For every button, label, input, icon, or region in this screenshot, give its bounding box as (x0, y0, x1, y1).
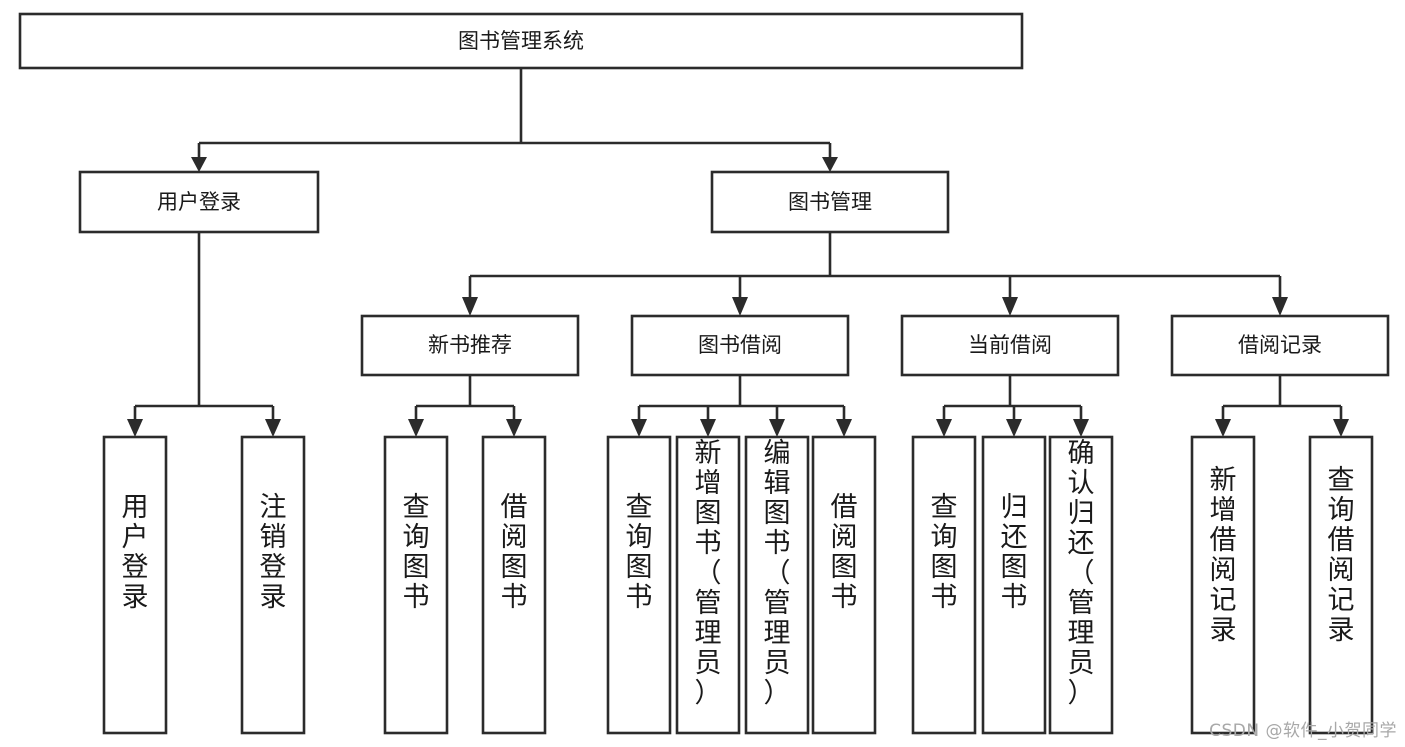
leaf-bb-add-book-admin[interactable]: 新增图书（管理员） (675, 435, 741, 735)
leaf-cb-return-book-box[interactable] (981, 435, 1047, 735)
node-root[interactable]: 图书管理系统 (18, 12, 1024, 70)
node-book-borrow-box[interactable] (630, 314, 850, 377)
leaf-cb-query-book[interactable]: 查询图书 (911, 435, 977, 735)
connectors-layer (127, 68, 1349, 437)
arrow-cb-leaf-2-icon (1006, 419, 1022, 437)
leaf-bb-borrow-book-box[interactable] (811, 435, 877, 735)
arrow-root-to-book-manage-icon (822, 157, 838, 172)
leaf-bb-query-book-box[interactable] (606, 435, 672, 735)
leaf-bb-edit-book-admin-label: 编辑图书（管理员） (764, 438, 791, 709)
arrow-nbr-leaf-1-icon (408, 419, 424, 437)
arrow-to-book-borrow-icon (732, 297, 748, 316)
node-book-borrow[interactable]: 图书借阅 (630, 314, 850, 377)
leaf-user-login[interactable]: 用户登录 (102, 435, 168, 735)
arrow-bb-leaf-2-icon (700, 419, 716, 437)
leaf-br-query-record[interactable]: 查询借阅记录 (1308, 435, 1374, 735)
node-current-borrow-label: 当前借阅 (968, 333, 1052, 357)
leaf-logout[interactable]: 注销登录 (240, 435, 306, 735)
node-borrow-record-label: 借阅记录 (1238, 333, 1322, 357)
leaf-cb-return-book[interactable]: 归还图书 (981, 435, 1047, 735)
leaf-bb-borrow-book[interactable]: 借阅图书 (811, 435, 877, 735)
arrow-cb-leaf-3-icon (1073, 419, 1089, 437)
node-new-book-recommend-box[interactable] (360, 314, 580, 377)
leaf-cb-confirm-return-admin[interactable]: 确认归还（管理员） (1048, 435, 1114, 735)
leaf-bb-edit-book-admin[interactable]: 编辑图书（管理员） (744, 435, 810, 735)
node-book-manage-label: 图书管理 (788, 190, 872, 214)
leaf-cb-confirm-return-admin-label: 确认归还（管理员） (1068, 438, 1095, 709)
arrow-bb-leaf-3-icon (769, 419, 785, 437)
csdn-watermark: CSDN @软件_小贺同学 (1209, 721, 1397, 741)
arrow-cb-leaf-1-icon (936, 419, 952, 437)
leaf-nbr-borrow-book-label: 借阅图书 (501, 492, 528, 613)
node-new-book-recommend-label: 新书推荐 (428, 333, 512, 357)
node-book-manage-box[interactable] (710, 170, 950, 234)
node-user-login-label: 用户登录 (157, 190, 241, 214)
arrow-root-to-user-login-icon (191, 157, 207, 172)
arrow-to-new-book-rec-icon (462, 297, 478, 316)
leaf-cb-query-book-label: 查询图书 (931, 492, 958, 613)
node-root-label: 图书管理系统 (458, 29, 584, 53)
leaf-user-login-box[interactable] (102, 435, 168, 735)
leaf-bb-add-book-admin-box[interactable] (675, 435, 741, 735)
arrow-br-leaf-1-icon (1215, 419, 1231, 437)
leaf-bb-borrow-book-label: 借阅图书 (831, 492, 858, 613)
leaf-nbr-query-book-label: 查询图书 (403, 492, 430, 613)
leaf-br-query-record-label: 查询借阅记录 (1328, 465, 1355, 646)
node-current-borrow[interactable]: 当前借阅 (900, 314, 1120, 377)
leaf-bb-add-book-admin-label: 新增图书（管理员） (695, 438, 722, 709)
leaf-br-query-record-box[interactable] (1308, 435, 1374, 735)
leaf-cb-confirm-return-admin-box[interactable] (1048, 435, 1114, 735)
arrow-to-current-borrow-icon (1002, 297, 1018, 316)
leaf-bb-edit-book-admin-box[interactable] (744, 435, 810, 735)
node-current-borrow-box[interactable] (900, 314, 1120, 377)
leaf-br-add-record-box[interactable] (1190, 435, 1256, 735)
node-borrow-record[interactable]: 借阅记录 (1170, 314, 1390, 377)
node-book-borrow-label: 图书借阅 (698, 333, 782, 357)
leaf-nbr-query-book-box[interactable] (383, 435, 449, 735)
leaf-br-add-record[interactable]: 新增借阅记录 (1190, 435, 1256, 735)
leaf-cb-query-book-box[interactable] (911, 435, 977, 735)
arrow-to-borrow-record-icon (1272, 297, 1288, 316)
leaf-bb-query-book-label: 查询图书 (626, 492, 653, 613)
arrow-br-leaf-2-icon (1333, 419, 1349, 437)
leaf-logout-box[interactable] (240, 435, 306, 735)
arrow-bb-leaf-1-icon (631, 419, 647, 437)
node-user-login[interactable]: 用户登录 (78, 170, 320, 234)
leaf-nbr-query-book[interactable]: 查询图书 (383, 435, 449, 735)
leaf-cb-return-book-label: 归还图书 (1001, 492, 1028, 613)
arrow-nbr-leaf-2-icon (506, 419, 522, 437)
leaf-logout-label: 注销登录 (260, 492, 287, 613)
leaf-bb-query-book[interactable]: 查询图书 (606, 435, 672, 735)
node-borrow-record-box[interactable] (1170, 314, 1390, 377)
node-user-login-box[interactable] (78, 170, 320, 234)
leaf-nbr-borrow-book-box[interactable] (481, 435, 547, 735)
leaf-user-login-label: 用户登录 (122, 492, 149, 613)
arrow-bb-leaf-4-icon (836, 419, 852, 437)
node-root-box[interactable] (18, 12, 1024, 70)
node-new-book-recommend[interactable]: 新书推荐 (360, 314, 580, 377)
leaf-nbr-borrow-book[interactable]: 借阅图书 (481, 435, 547, 735)
leaf-br-add-record-label: 新增借阅记录 (1210, 465, 1237, 646)
arrow-leaf-user-login-icon (127, 419, 143, 437)
arrow-leaf-logout-icon (265, 419, 281, 437)
node-book-manage[interactable]: 图书管理 (710, 170, 950, 234)
